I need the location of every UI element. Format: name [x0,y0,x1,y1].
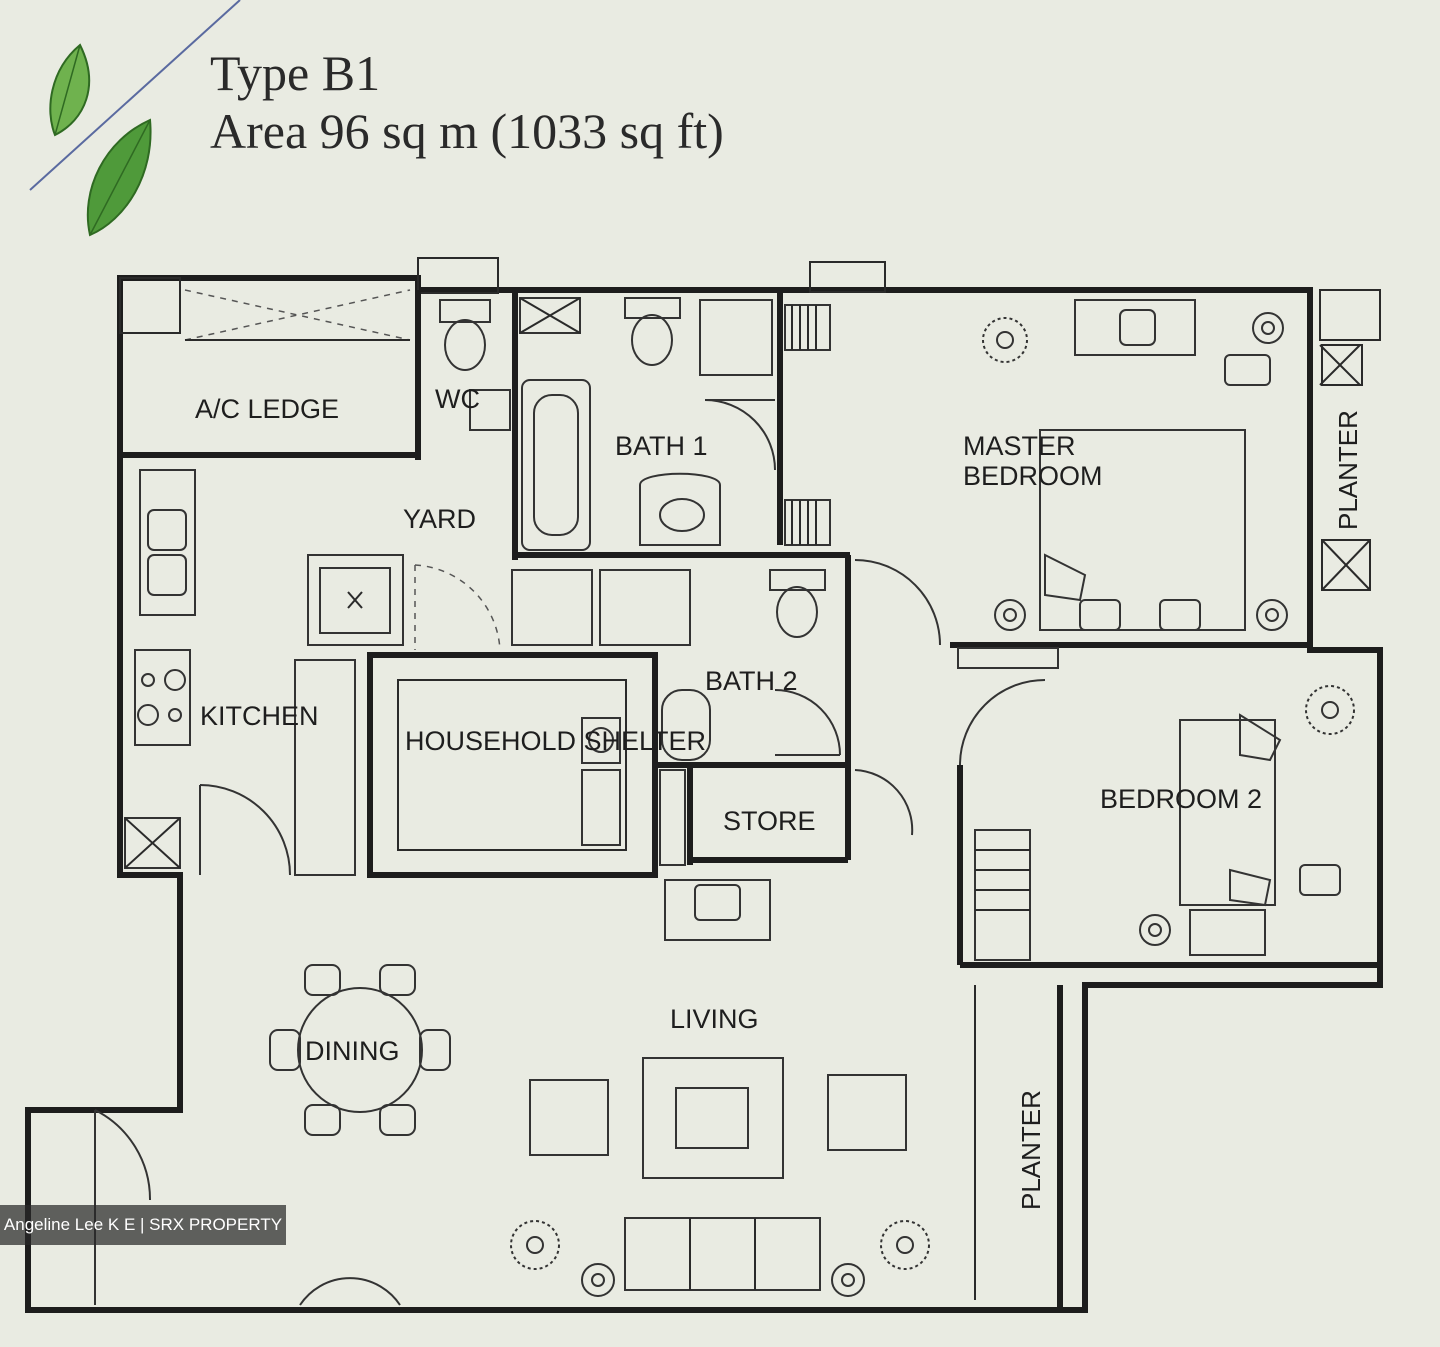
room-label-store: STORE [723,806,816,836]
yard-shaft [307,554,501,651]
room-label-planter-bottom: PLANTER [1016,1090,1046,1210]
unit-area-subtitle: Area 96 sq m (1033 sq ft) [210,103,724,159]
room-label-bath1: BATH 1 [615,431,708,461]
plant-icon [982,317,1028,363]
room-label-living: LIVING [670,1004,759,1034]
room-label-dining: DINING [305,1036,400,1066]
living-furniture [94,879,907,1306]
interior-walls [120,290,1380,1310]
room-label-bedroom2: BEDROOM 2 [1100,784,1262,814]
outer-walls [25,257,1383,1313]
unit-type-title: Type B1 [210,45,380,101]
room-label-ac-ledge: A/C LEDGE [195,394,339,424]
wc-toilet [439,299,511,431]
leaf-icon [49,43,90,137]
room-label-master-bedroom-line2: BEDROOM [963,461,1103,491]
leaf-icon [86,118,152,237]
bath1-fixtures [519,297,776,551]
room-label-yard: YARD [403,504,476,534]
bedroom2-fixtures [959,679,1341,961]
kitchen-counter [124,469,356,876]
room-label-kitchen: KITCHEN [200,701,319,731]
room-label-master-bedroom-line1: MASTER [963,431,1076,461]
room-label-planter-right: PLANTER [1333,410,1363,530]
plant-icon [1305,685,1355,735]
plant-icon [880,1220,930,1270]
plant-icon [510,1220,560,1270]
store-door [659,769,914,866]
watermark-banner: Angeline Lee K E | SRX PROPERTY [0,1205,286,1245]
dining-table [269,964,451,1136]
ac-ledge-hatch [184,289,411,341]
room-label-bath2: BATH 2 [705,666,798,696]
master-bedroom-fixtures [784,299,1288,669]
bath2-fixtures [511,569,841,846]
decorative-line [29,0,241,191]
room-label-wc: WC [435,384,480,414]
room-label-household-shelter: HOUSEHOLD SHELTER [405,726,706,756]
